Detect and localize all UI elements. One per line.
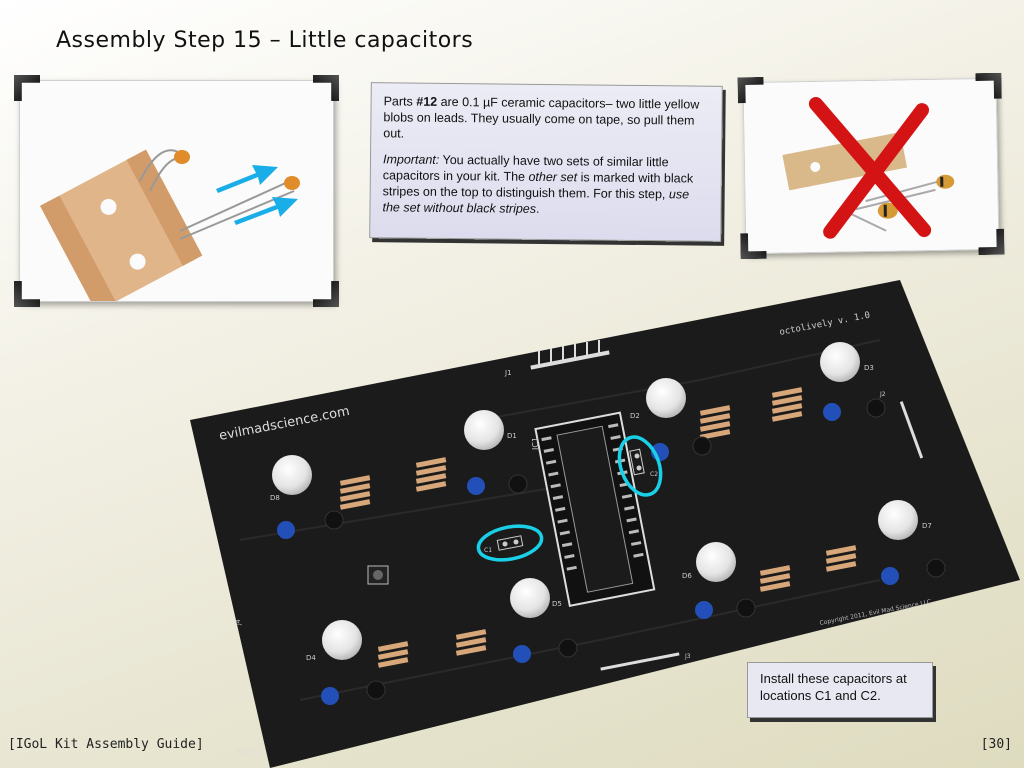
header-j3 xyxy=(600,652,680,671)
page-title: Assembly Step 15 – Little capacitors xyxy=(56,28,474,53)
photo-corner-icon xyxy=(978,229,1004,255)
d6-label: D6 xyxy=(682,572,692,580)
j3-label: J3 xyxy=(684,653,691,660)
c1-label: C1 xyxy=(484,547,492,554)
note-text: . xyxy=(535,201,540,216)
footer-page-number: [30] xyxy=(980,737,1012,752)
note-paragraph-1: Parts #12 are 0.1 µF ceramic capacitors–… xyxy=(383,93,709,144)
c2-label: C2 xyxy=(650,471,658,478)
d2-label: D2 xyxy=(630,412,640,420)
led-d3 xyxy=(820,342,860,382)
led-d7 xyxy=(878,500,918,540)
photo-capacitors-on-tape xyxy=(19,80,334,312)
pushbutton xyxy=(367,565,389,585)
photo-corner-icon xyxy=(737,77,763,103)
c1-footprint xyxy=(496,535,524,551)
top-silk-label: TOP SS xyxy=(235,748,262,756)
led-d5 xyxy=(510,578,550,618)
install-note: Install these capacitors at locations C1… xyxy=(747,662,933,718)
d1-label: D1 xyxy=(507,432,517,440)
wrong-capacitors-illustration xyxy=(743,78,999,254)
led-d4 xyxy=(322,620,362,660)
d4-label: D4 xyxy=(306,654,316,662)
ir-components xyxy=(277,398,946,705)
header-j2 xyxy=(899,401,924,459)
led-d1 xyxy=(464,410,504,450)
header-j1 xyxy=(530,340,610,370)
photo-corner-icon xyxy=(14,75,40,101)
install-note-text: Install these capacitors at locations C1… xyxy=(760,671,907,703)
part-number: #12 xyxy=(416,94,438,109)
capacitors-on-tape-illustration xyxy=(20,81,333,312)
led-d2 xyxy=(646,378,686,418)
footer-guide-name: [IGoL Kit Assembly Guide] xyxy=(8,737,204,752)
photo-corner-icon xyxy=(14,281,40,307)
c2-footprint xyxy=(629,448,645,476)
d8-label: D8 xyxy=(270,494,280,502)
note-emphasis: other set xyxy=(528,169,578,185)
photo-corner-icon xyxy=(740,233,766,259)
photo-corner-icon xyxy=(313,75,339,101)
led-d6 xyxy=(696,542,736,582)
ic1-label: IC1 xyxy=(531,437,540,450)
important-label: Important: xyxy=(382,152,440,167)
j4-label: J4 xyxy=(235,619,242,626)
j2-label: J2 xyxy=(879,391,886,398)
pcb-board: evilmadscience.com octolively v. 1.0 Cop… xyxy=(190,280,1020,768)
ic-socket xyxy=(534,411,656,607)
note-text: Parts xyxy=(383,94,417,109)
d5-label: D5 xyxy=(552,600,562,608)
led-d8 xyxy=(272,455,312,495)
note-paragraph-2: Important: You actually have two sets of… xyxy=(382,151,709,218)
d7-label: D7 xyxy=(922,522,932,530)
c1-highlight xyxy=(476,524,544,562)
d3-label: D3 xyxy=(864,364,874,372)
photo-corner-icon xyxy=(975,73,1001,99)
parts-note: Parts #12 are 0.1 µF ceramic capacitors–… xyxy=(369,82,723,242)
c2-highlight xyxy=(617,435,663,497)
j1-label: J1 xyxy=(504,369,512,377)
resistor-groups xyxy=(339,387,857,668)
photo-wrong-capacitors xyxy=(742,77,1000,255)
